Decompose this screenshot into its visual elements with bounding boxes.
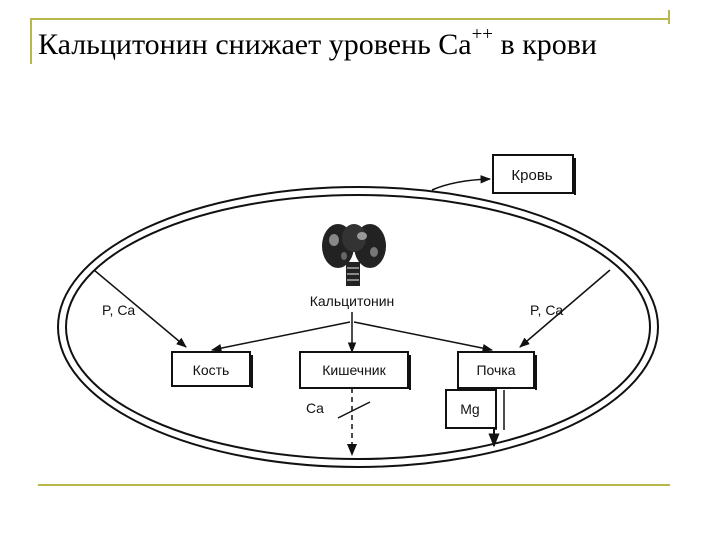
intestine-box bbox=[299, 351, 409, 389]
arrow-right-ions bbox=[519, 269, 611, 348]
title-top-line bbox=[30, 18, 670, 20]
left-ions-label: P, Ca bbox=[102, 302, 135, 318]
blocked-ca-label: Ca bbox=[306, 400, 324, 416]
title-tail: в крови bbox=[493, 28, 597, 61]
arrow-to-kidney bbox=[353, 321, 494, 353]
thyroid-gland-icon bbox=[322, 224, 386, 286]
arrow-to-blood bbox=[431, 175, 492, 191]
blood-label: Кровь bbox=[511, 167, 552, 184]
footer-line bbox=[38, 484, 670, 486]
right-corner-vertical-line bbox=[668, 10, 670, 24]
magnesium-box bbox=[445, 389, 497, 429]
arrow-to-bone bbox=[210, 321, 351, 353]
slide-title: Кальцитонин снижает уровень Ca++ в крови bbox=[38, 25, 597, 62]
right-ions-label: P, Ca bbox=[530, 302, 563, 318]
magnesium-label: Mg bbox=[460, 401, 479, 417]
circulation-inner-ellipse bbox=[65, 194, 651, 460]
blood-box bbox=[492, 154, 574, 194]
calcitonin-label: Кальцитонин bbox=[310, 293, 395, 309]
bone-box bbox=[171, 351, 251, 387]
arrow-left-ions bbox=[93, 269, 187, 348]
intestine-label: Кишечник bbox=[322, 362, 386, 378]
title-corner-vertical-line bbox=[30, 18, 32, 64]
circulation-outer-ellipse bbox=[57, 186, 659, 468]
title-superscript: ++ bbox=[471, 24, 494, 45]
kidney-box bbox=[457, 351, 535, 389]
kidney-label: Почка bbox=[476, 362, 515, 378]
ca-block-slash bbox=[337, 401, 371, 419]
intestine-down-arrowhead bbox=[347, 444, 357, 456]
title-text: Кальцитонин снижает уровень Ca bbox=[38, 28, 472, 61]
bone-label: Кость bbox=[193, 362, 230, 378]
